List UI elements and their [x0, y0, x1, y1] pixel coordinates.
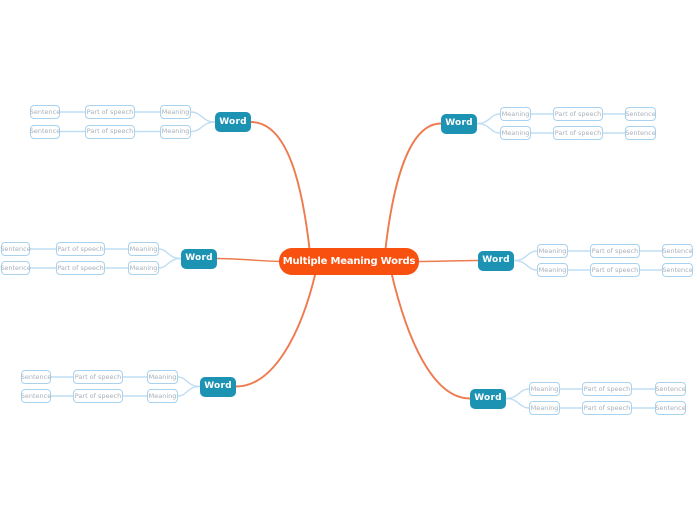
part-of-speech-node[interactable]: Part of speech: [56, 261, 105, 275]
connector-path: [158, 257, 182, 269]
part-of-speech-node[interactable]: Part of speech: [56, 242, 105, 256]
meaning-node[interactable]: Meaning: [500, 107, 531, 121]
sentence-node[interactable]: Sentence: [21, 370, 51, 384]
word-node[interactable]: Word: [470, 388, 506, 409]
meaning-node[interactable]: Meaning: [160, 105, 191, 119]
connector-path: [476, 113, 501, 125]
central-topic-node[interactable]: Multiple Meaning Words: [279, 248, 419, 275]
sentence-node[interactable]: Sentence: [0, 242, 31, 256]
meaning-node[interactable]: Meaning: [529, 401, 560, 415]
connector-path: [384, 122, 442, 254]
part-of-speech-node[interactable]: Part of speech: [73, 370, 123, 384]
meaning-node[interactable]: Meaning: [500, 126, 531, 140]
sentence-node[interactable]: Sentence: [625, 126, 656, 140]
connector-path: [177, 376, 201, 388]
part-of-speech-node[interactable]: Part of speech: [73, 389, 123, 403]
meaning-node[interactable]: Meaning: [537, 263, 568, 277]
connector-path: [476, 122, 501, 134]
sentence-node[interactable]: Sentence: [655, 382, 686, 396]
meaning-node[interactable]: Meaning: [147, 389, 178, 403]
sentence-node[interactable]: Sentence: [21, 389, 51, 403]
part-of-speech-node[interactable]: Part of speech: [85, 105, 135, 119]
word-node[interactable]: Word: [215, 112, 251, 132]
sentence-node[interactable]: Sentence: [30, 124, 60, 139]
connector-path: [505, 397, 530, 409]
sentence-node[interactable]: Sentence: [662, 263, 693, 277]
connector-path: [190, 111, 216, 123]
connector-path: [505, 388, 530, 400]
meaning-node[interactable]: Meaning: [537, 244, 568, 258]
meaning-node[interactable]: Meaning: [128, 261, 159, 275]
connector-path: [390, 270, 471, 400]
word-node[interactable]: Word: [200, 376, 236, 397]
part-of-speech-node[interactable]: Part of speech: [553, 107, 603, 121]
connector-path: [177, 385, 201, 397]
meaning-node[interactable]: Meaning: [529, 382, 560, 396]
connector-path: [513, 259, 538, 271]
meaning-node[interactable]: Meaning: [160, 124, 191, 139]
part-of-speech-node[interactable]: Part of speech: [582, 401, 632, 415]
connector-path: [216, 257, 282, 263]
word-node[interactable]: Word: [441, 113, 477, 134]
sentence-node[interactable]: Sentence: [625, 107, 656, 121]
connector-path: [513, 250, 538, 262]
meaning-node[interactable]: Meaning: [128, 242, 159, 256]
connector-path: [416, 259, 479, 263]
sentence-node[interactable]: Sentence: [30, 105, 60, 119]
connector-path: [158, 248, 182, 260]
part-of-speech-node[interactable]: Part of speech: [553, 126, 603, 140]
meaning-node[interactable]: Meaning: [147, 370, 178, 384]
connector-path: [250, 121, 311, 254]
part-of-speech-node[interactable]: Part of speech: [590, 244, 640, 258]
word-node[interactable]: Word: [478, 250, 514, 271]
connector-path: [190, 121, 216, 133]
part-of-speech-node[interactable]: Part of speech: [85, 124, 135, 139]
sentence-node[interactable]: Sentence: [0, 261, 31, 275]
sentence-node[interactable]: Sentence: [662, 244, 693, 258]
connector-path: [235, 270, 317, 388]
sentence-node[interactable]: Sentence: [655, 401, 686, 415]
part-of-speech-node[interactable]: Part of speech: [590, 263, 640, 277]
word-node[interactable]: Word: [181, 248, 217, 269]
part-of-speech-node[interactable]: Part of speech: [582, 382, 632, 396]
